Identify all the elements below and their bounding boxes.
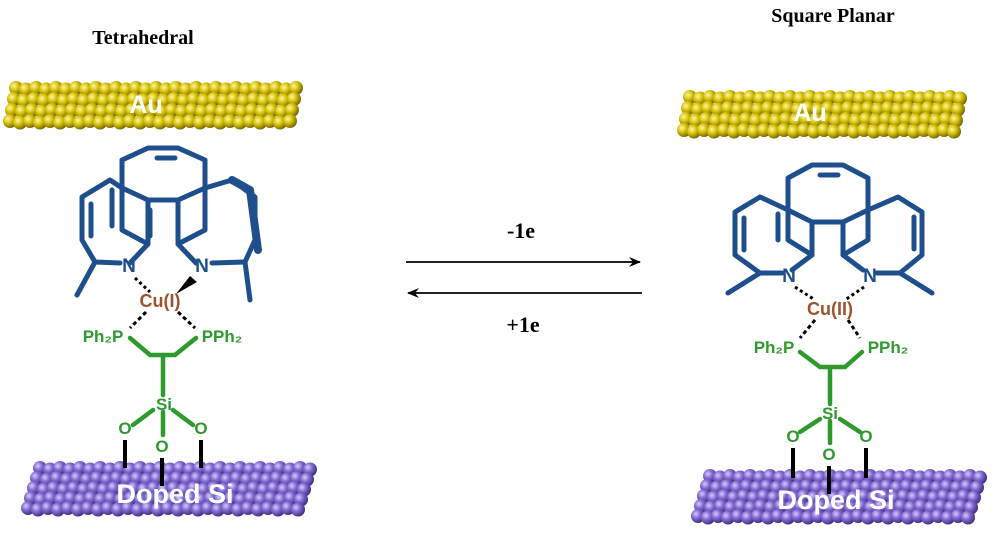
gold-electrode-right [677,90,967,139]
cu-p-bonds-right [798,319,862,339]
gold-atom [951,102,965,117]
phosphine-right-ph2p: Ph₂P [754,338,795,357]
phosphine-left-ph2p: Ph₂P [83,327,124,346]
gold-atom [287,92,301,106]
nitrogen-left-1: N [122,256,136,277]
gold-atom [289,81,303,95]
tetrahedral-title: Tetrahedral [92,27,194,49]
oxygen-surface-bonds-right [791,448,868,494]
gold-atom [953,91,967,106]
nitrogen-left-2: N [195,256,209,277]
oxygen-right-2: O [822,445,835,464]
gold-electrode-left [3,81,303,130]
gold-label-right: Au [793,99,826,127]
nitrogen-right-2: N [863,266,877,287]
cu-n-wedge-bond-left [176,276,197,294]
silicon-atom-left: Si [156,395,172,414]
oxygen-left-2: O [155,437,168,456]
gold-atom [947,124,961,139]
silicon-label-left: Doped Si [116,479,233,509]
silicon-label-right: Doped Si [777,485,894,515]
silicon-atom [291,502,305,517]
gold-atom [949,113,963,128]
gold-atom [285,103,299,117]
phosphine-left-pph2: PPh₂ [202,327,243,346]
oxygen-surface-bonds-left [123,440,203,486]
oxygen-left-3: O [194,419,207,438]
cu-n-bonds-right [794,285,865,302]
reduction-label: +1e [506,312,540,337]
square-planar-title: Square Planar [771,5,895,27]
nitrogen-right-1: N [782,266,796,287]
gold-label-left: Au [129,91,162,119]
oxidation-label: -1e [507,218,535,243]
cu-n-dashed-bond-left [133,276,152,294]
silicon-electrode-right [691,469,987,525]
silicon-atom-right: Si [822,404,838,423]
oxygen-right-1: O [786,427,799,446]
cu-p-bonds-left [128,310,197,330]
copper-two-center: Cu(II) [807,299,853,319]
phosphine-right-pph2: PPh₂ [868,338,909,357]
silicon-atom [961,510,975,525]
oxygen-right-3: O [859,427,872,446]
phenanthroline-ligand-left [74,145,262,303]
oxygen-left-1: O [118,419,131,438]
gold-atom [283,114,297,128]
diphosphine-linker-right [797,349,865,446]
phenanthroline-ligand-right [725,162,935,296]
diphosphine-linker-left [127,335,199,438]
copper-one-center: Cu(I) [140,291,181,311]
silicon-electrode-left [21,461,317,517]
